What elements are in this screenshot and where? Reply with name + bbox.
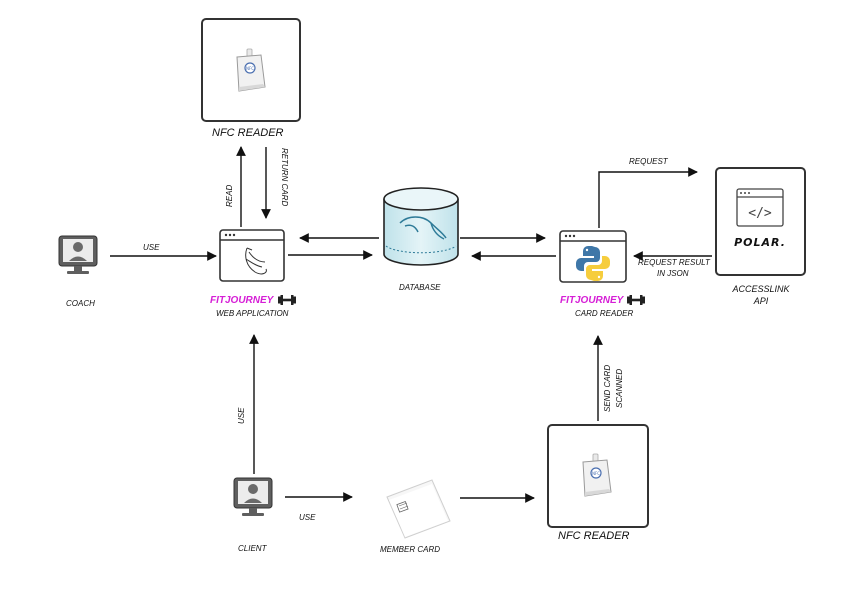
polar-api-box: </> POLAR. <box>715 167 806 276</box>
edge-label-coach-use: USE <box>143 243 160 252</box>
database-icon <box>383 187 459 266</box>
nfc-reader-bottom-label: NFC READER <box>558 530 630 542</box>
connections <box>110 146 712 503</box>
edge-label-request: REQUEST <box>629 157 668 166</box>
mysql-dolphin-icon <box>399 216 447 240</box>
edge-label-send-card-2: SCANNED <box>615 368 624 408</box>
nfc-reader-bottom <box>547 424 649 528</box>
nfc-reader-top <box>201 18 301 122</box>
edge-label-return-card: RETURN CARD <box>280 148 289 207</box>
monitor-user-icon <box>58 235 98 275</box>
python-icon <box>576 246 610 281</box>
flask-icon <box>245 247 267 275</box>
client-monitor <box>233 477 273 517</box>
web-app-sublabel: WEB APPLICATION <box>216 309 289 318</box>
nfc-reader-top-label: NFC READER <box>212 127 284 139</box>
database-label: DATABASE <box>399 283 441 292</box>
svg-text:</>: </> <box>748 206 772 221</box>
member-card-label: MEMBER CARD <box>380 545 441 554</box>
edge-label-send-card-1: SEND CARD <box>603 364 612 412</box>
card-reader-sublabel: CARD READER <box>575 309 634 318</box>
polar-logo: POLAR. <box>734 236 786 249</box>
dumbbell-icon <box>278 295 296 305</box>
api-label-line1: ACCESSLINK <box>732 284 790 294</box>
edge-label-request-result-1: REQUEST RESULT <box>638 258 710 267</box>
edge-label-client-card-use: USE <box>299 513 316 522</box>
member-card-icon <box>386 479 451 539</box>
web-app-brand: FITJOURNEY <box>210 295 274 306</box>
web-application-window <box>219 229 285 282</box>
code-window-icon: </> <box>736 188 784 227</box>
monitor-user-icon <box>233 477 273 517</box>
card-reader-brand: FITJOURNEY <box>560 295 624 306</box>
dumbbell-icon <box>627 295 645 305</box>
edge-label-client-use: USE <box>237 407 246 424</box>
edge-label-request-result-2: IN JSON <box>657 269 689 278</box>
edge-request <box>598 167 698 228</box>
coach-label: COACH <box>66 299 95 308</box>
card-reader-window <box>559 230 627 283</box>
api-label-line2: API <box>753 296 769 306</box>
coach-monitor <box>58 235 98 275</box>
client-label: CLIENT <box>238 544 267 553</box>
edge-label-read: READ <box>225 184 234 207</box>
